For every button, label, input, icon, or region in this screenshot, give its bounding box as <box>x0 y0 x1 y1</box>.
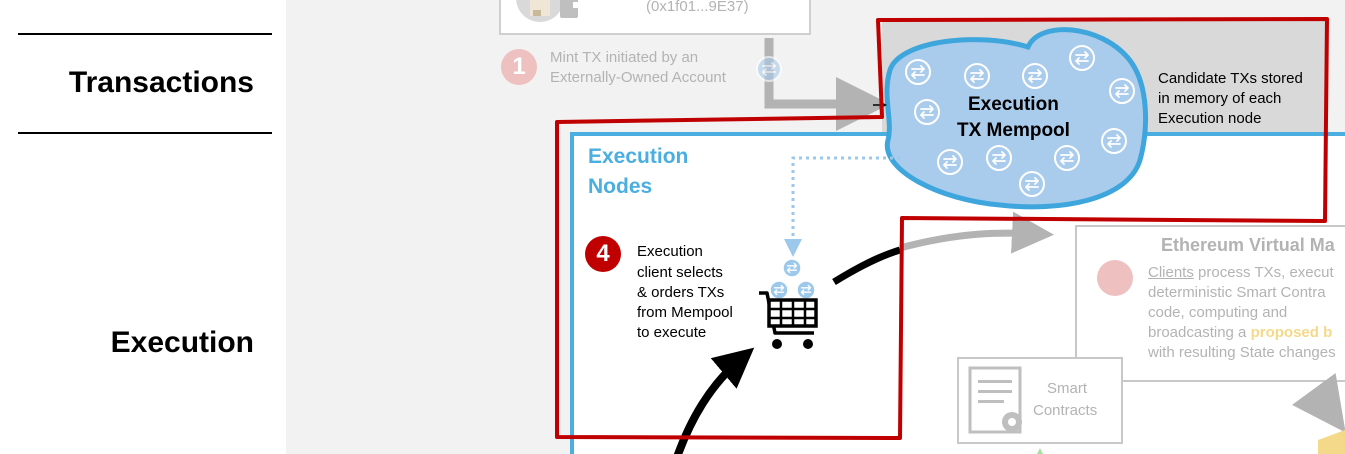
evm-output-arrow <box>1291 373 1345 433</box>
evm-line2: deterministic Smart Contra <box>1148 284 1326 301</box>
divider-middle <box>18 132 272 134</box>
tx-submit-arrow <box>764 38 890 131</box>
mempool-to-cart-path <box>784 156 900 257</box>
proposed-block-icon <box>1318 430 1345 454</box>
swap-arrows-icon <box>937 149 963 175</box>
execution-nodes-title-line1: Execution <box>588 145 689 168</box>
account-address: (0x1f01...9E37) <box>646 0 749 15</box>
clients-link[interactable]: Clients <box>1148 264 1194 281</box>
smart-contracts-line1: Smart <box>1047 380 1088 397</box>
divider-top <box>18 33 272 35</box>
swap-arrows-icon <box>1069 45 1095 71</box>
evm-box <box>1075 225 1345 382</box>
step4-text-line2: client selects <box>637 264 723 281</box>
step1-badge <box>501 49 537 85</box>
evm-line4: broadcasting a proposed b <box>1148 324 1332 341</box>
cart-output-arrow <box>832 246 902 285</box>
evm-line3: code, computing and <box>1148 304 1288 321</box>
proposed-block-label: proposed b <box>1250 324 1333 341</box>
swap-arrows-icon <box>986 145 1012 171</box>
wallet-icon <box>560 0 579 18</box>
highlight-outline <box>555 17 1329 440</box>
evm-line1: Clients process TXs, execut <box>1148 264 1334 281</box>
mempool-desc-line1: Candidate TXs stored <box>1158 70 1303 87</box>
step4-text-line1: Execution <box>637 243 703 260</box>
swap-arrows-icon <box>756 56 782 82</box>
evm-line1-rest: process TXs, execut <box>1193 264 1334 281</box>
evm-line4-pre: broadcasting a <box>1148 324 1251 341</box>
step1-number: 1 <box>512 53 526 80</box>
mempool-title-line2: TX Mempool <box>957 120 1070 141</box>
evm-line5: with resulting State changes <box>1148 344 1336 361</box>
person-icon <box>516 0 564 22</box>
step4-badge <box>585 236 621 272</box>
swap-arrows-icon <box>1109 78 1135 104</box>
shopping-cart-icon <box>759 258 818 349</box>
swap-arrows-icon <box>1054 145 1080 171</box>
document-gear-icon <box>968 366 1022 434</box>
mempool-title-line1: Execution <box>968 94 1059 115</box>
row-label-execution: Execution <box>110 326 254 359</box>
step4-text-line5: to execute <box>637 324 707 341</box>
step1-text-line1: Mint TX initiated by an <box>550 49 699 66</box>
execution-nodes-title-line2: Nodes <box>588 175 653 198</box>
swap-arrows-icon <box>1019 171 1045 197</box>
swap-arrows-icon <box>1022 63 1048 89</box>
to-evm-arrow <box>899 211 1054 254</box>
mempool-desc-line3: Execution node <box>1158 110 1262 127</box>
row-label-transactions: Transactions <box>68 66 254 99</box>
input-to-cart-arrow <box>673 347 755 454</box>
step5-badge <box>1097 260 1133 296</box>
green-arrow-stub <box>1037 448 1043 454</box>
swap-arrows-icon <box>964 63 990 89</box>
mempool-desc-line2: in memory of each <box>1158 90 1282 107</box>
step4-number: 4 <box>596 240 610 267</box>
step4-text-line3: & orders TXs <box>637 284 725 301</box>
swap-arrows-icon <box>905 59 931 85</box>
step1-text-line2: Externally-Owned Account <box>550 69 726 86</box>
step4-text-line4: from Mempool <box>637 304 733 321</box>
row-label-panel <box>0 0 286 454</box>
swap-arrows-icon <box>1101 128 1127 154</box>
swap-arrows-icon <box>914 99 940 125</box>
evm-title: Ethereum Virtual Ma <box>1161 235 1335 255</box>
smart-contracts-line2: Contracts <box>1033 402 1098 419</box>
